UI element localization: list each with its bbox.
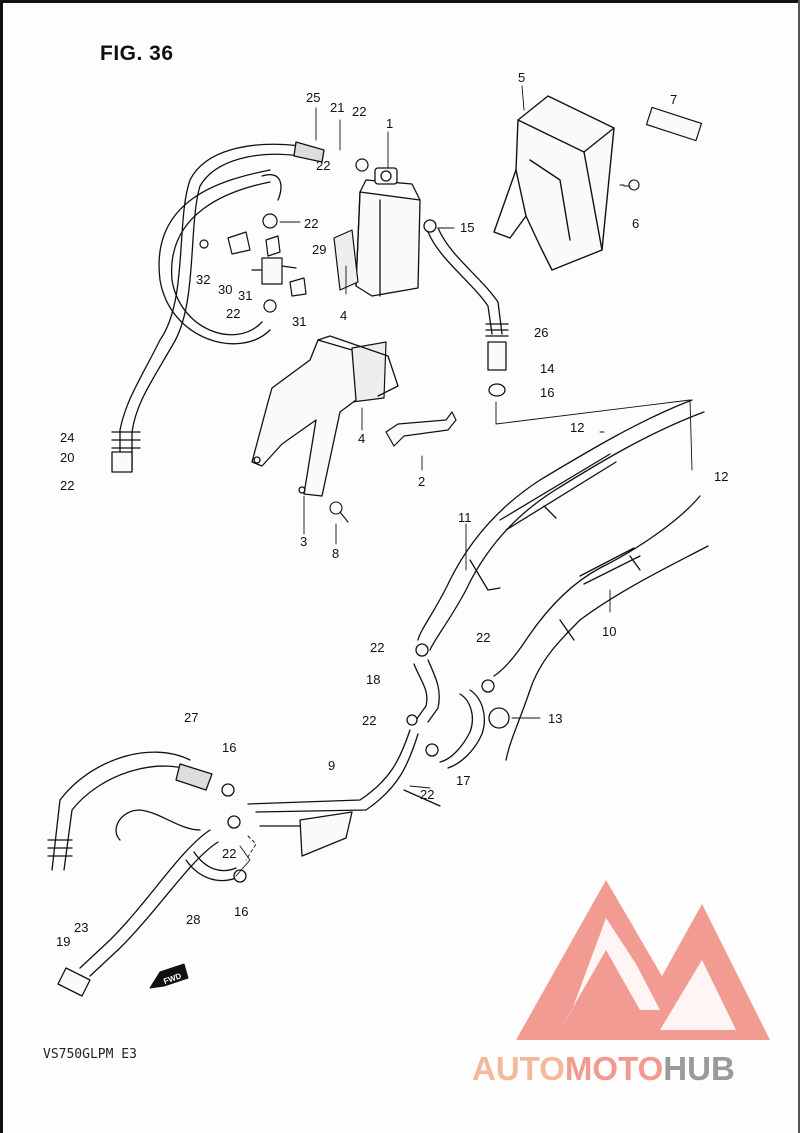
- canister-part: [355, 167, 421, 297]
- callout-21: 21: [330, 100, 344, 115]
- hose-24-part: [111, 141, 325, 473]
- frame-border-top: [0, 0, 800, 3]
- bracket-2-part: [385, 411, 457, 447]
- watermark-part-hub: HUB: [663, 1050, 735, 1087]
- callout-17: 17: [456, 773, 470, 788]
- callout-14: 14: [540, 361, 554, 376]
- callout-1: 1: [386, 116, 393, 131]
- callout-11: 11: [458, 510, 472, 525]
- callout-16: 16: [540, 385, 554, 400]
- callout-16: 16: [234, 904, 248, 919]
- callout-6: 6: [632, 216, 639, 231]
- callout-27: 27: [184, 710, 198, 725]
- callout-10: 10: [602, 624, 616, 639]
- watermark-logo: [516, 880, 770, 1040]
- callout-22: 22: [352, 104, 366, 119]
- solenoid-part: [199, 158, 369, 313]
- callout-12: 12: [714, 469, 728, 484]
- callout-29: 29: [312, 242, 326, 257]
- figure-title: FIG. 36: [100, 42, 174, 65]
- callouts: 1 2 3 4 4 5 6 7 8 9 10 11 12 12 13 14 15…: [56, 70, 728, 949]
- callout-24: 24: [60, 430, 74, 445]
- callout-28: 28: [186, 912, 200, 927]
- callout-22: 22: [304, 216, 318, 231]
- pad-7-part: [645, 106, 703, 142]
- callout-22: 22: [420, 787, 434, 802]
- callout-22: 22: [370, 640, 384, 655]
- callout-22: 22: [476, 630, 490, 645]
- callout-31: 31: [238, 288, 252, 303]
- callout-22: 22: [362, 713, 376, 728]
- callout-8: 8: [332, 546, 339, 561]
- hose-26-part: [423, 219, 509, 397]
- callout-3: 3: [300, 534, 307, 549]
- watermark-text: AUTOMOTOHUB: [472, 1050, 735, 1088]
- pad-part: [333, 229, 387, 403]
- callout-22: 22: [60, 478, 74, 493]
- callout-12: 12: [570, 420, 584, 435]
- callout-13: 13: [548, 711, 562, 726]
- callout-18: 18: [366, 672, 380, 687]
- callout-4: 4: [358, 431, 365, 446]
- bolt-8-part: [329, 501, 349, 523]
- model-code-label: VS750GLPM E3: [43, 1047, 137, 1062]
- callout-20: 20: [60, 450, 74, 465]
- cover-part: [493, 95, 615, 271]
- callout-2: 2: [418, 474, 425, 489]
- callout-22: 22: [226, 306, 240, 321]
- frame-tube-10-part: [493, 495, 709, 761]
- bolt-6-part: [619, 179, 640, 191]
- callout-22: 22: [316, 158, 330, 173]
- fwd-arrow-icon: [149, 963, 189, 989]
- bracket-3-part: [251, 335, 399, 497]
- callout-19: 19: [56, 934, 70, 949]
- hose-27-part: [47, 751, 241, 871]
- hose-18-part: [406, 643, 510, 769]
- callout-32: 32: [196, 272, 210, 287]
- frame-tube-11-part: [417, 399, 705, 651]
- frame-border-right: [798, 0, 800, 1133]
- callout-15: 15: [460, 220, 474, 235]
- callout-9: 9: [328, 758, 335, 773]
- callout-5: 5: [518, 70, 525, 85]
- hose-28-part: [57, 809, 247, 997]
- hose-loop-part: [158, 169, 282, 345]
- callout-30: 30: [218, 282, 232, 297]
- callout-26: 26: [534, 325, 548, 340]
- watermark-part-auto: AUTO: [472, 1050, 565, 1087]
- frame-border-left: [0, 0, 3, 1133]
- leader-lines: [235, 85, 693, 877]
- watermark-part-moto: MOTO: [564, 1050, 664, 1087]
- pipe-9-part: [247, 729, 441, 857]
- callout-31: 31: [292, 314, 306, 329]
- callout-4: 4: [340, 308, 347, 323]
- callout-25: 25: [306, 90, 320, 105]
- dashed-guide: [245, 835, 257, 861]
- callout-23: 23: [74, 920, 88, 935]
- callout-16: 16: [222, 740, 236, 755]
- callout-22: 22: [222, 846, 236, 861]
- callout-7: 7: [670, 92, 677, 107]
